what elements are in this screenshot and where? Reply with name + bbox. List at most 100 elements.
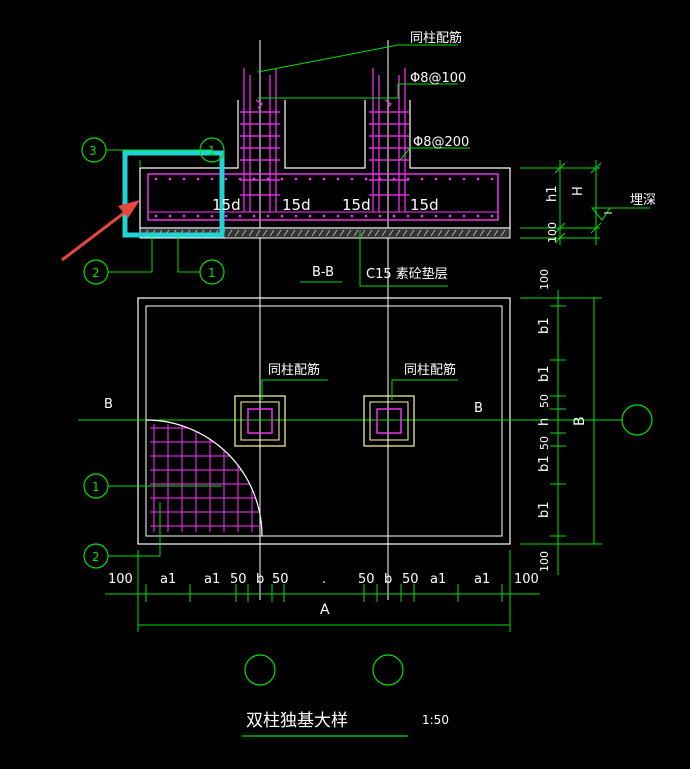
dim-right-1: b1	[537, 317, 552, 334]
rebar-dot-top	[196, 177, 200, 181]
dim-right-0: 100	[538, 269, 551, 290]
rebar-dot-top	[490, 177, 494, 181]
dim-right-8: 100	[538, 551, 551, 572]
bed-hatch-stroke	[297, 229, 303, 237]
bed-hatch-stroke	[374, 229, 380, 237]
anchor-length-1: 15d	[212, 196, 241, 214]
dim-bottom-0: 100	[108, 572, 133, 587]
rebar-dot-bottom	[406, 214, 410, 218]
rebar-dot-bottom	[476, 214, 480, 218]
plan-column-right	[363, 395, 415, 447]
rebar-dot-top	[280, 177, 284, 181]
bed-hatch-stroke	[479, 229, 485, 237]
rebar-dot-top	[350, 177, 354, 181]
bed-hatch-stroke	[486, 229, 492, 237]
dim-bottom-3: 50	[230, 572, 247, 587]
highlight-box	[122, 150, 225, 238]
plan-mesh-boundary-arc	[145, 419, 263, 537]
bed-hatch-stroke	[402, 229, 408, 237]
plan-callout-circle-1	[83, 473, 109, 499]
bed-hatch-stroke	[444, 229, 450, 237]
column-rebar-right-label: 同柱配筋	[404, 362, 456, 378]
height-label: H	[571, 186, 586, 196]
rebar-dot-bottom	[434, 214, 438, 218]
rebar-dot-top	[364, 177, 368, 181]
dim-right-6: b1	[537, 455, 552, 472]
plan-outline-outer	[137, 297, 511, 545]
section-rebar-label: 同柱配筋	[410, 30, 462, 46]
bed-hatch-stroke	[437, 229, 443, 237]
bed-hatch-stroke	[227, 229, 233, 237]
drawing-title: 双柱独基大样 1:50	[246, 711, 449, 731]
bed-hatch-stroke	[388, 229, 394, 237]
rebar-dot-bottom	[364, 214, 368, 218]
plan-dimensions-bottom	[105, 550, 540, 632]
bed-hatch-stroke	[332, 229, 338, 237]
bed-hatch-stroke	[472, 229, 478, 237]
plan-rebar-mesh	[150, 424, 262, 532]
plan-callout-circle-2	[83, 543, 109, 569]
rebar-dot-bottom	[490, 214, 494, 218]
rebar-dot-bottom	[182, 214, 186, 218]
section-leaders	[139, 44, 470, 168]
bed-hatch-stroke	[276, 229, 282, 237]
rebar-dot-bottom	[224, 214, 228, 218]
bed-hatch-stroke	[381, 229, 387, 237]
rebar-dot-top	[168, 177, 172, 181]
anchor-length-2: 15d	[282, 196, 311, 214]
plan-label-b-left: B	[104, 397, 113, 412]
dim-bottom-10: a1	[430, 572, 446, 587]
bed-hatch-stroke	[430, 229, 436, 237]
section-dimensions-right	[520, 160, 650, 245]
plan-leaders	[108, 379, 458, 557]
rebar-dot-top	[322, 177, 326, 181]
bed-hatch-stroke	[269, 229, 275, 237]
callout-circle-1-top	[199, 137, 225, 163]
footing-outline-middle	[284, 100, 366, 169]
rebar-dot-top	[294, 177, 298, 181]
rebar-dot-top	[210, 177, 214, 181]
callout-circle-2	[83, 259, 109, 285]
dim-bottom-11: a1	[474, 572, 490, 587]
dim-right-4: h	[537, 418, 552, 426]
plan-callout-1-text: 1	[92, 480, 100, 494]
callout-2-text: 2	[92, 266, 100, 280]
plan-column-left	[234, 395, 286, 447]
dim-right-3: 50	[538, 394, 551, 408]
bed-hatch-stroke	[241, 229, 247, 237]
rebar-dot-top	[448, 177, 452, 181]
bed-hatch-stroke	[346, 229, 352, 237]
plan-dimensions-right	[520, 290, 602, 575]
bed-hatch-stroke	[493, 229, 499, 237]
dim-total-a: A	[320, 602, 330, 618]
dim-bottom-6: .	[322, 572, 326, 587]
rebar-spec-2: Φ8@200	[413, 135, 469, 150]
dim-bottom-5: 50	[272, 572, 289, 587]
bed-hatch-stroke	[360, 229, 366, 237]
footing-outline-left	[139, 100, 239, 228]
bed-hatch-stroke	[255, 229, 261, 237]
rebar-dot-top	[476, 177, 480, 181]
rebar-dot-top	[224, 177, 228, 181]
rebar-dot-bottom	[420, 214, 424, 218]
anchor-length-4: 15d	[410, 196, 439, 214]
rebar-dot-top	[182, 177, 186, 181]
bed-hatch-stroke	[367, 229, 373, 237]
dim-bottom-7: 50	[358, 572, 375, 587]
bed-hatch-stroke	[262, 229, 268, 237]
section-texts: 同柱配筋 Φ8@100 Φ8@200 15d 15d 15d 15d B-B C…	[89, 30, 656, 282]
bed-hatch-stroke	[423, 229, 429, 237]
rebar-dot-top	[154, 177, 158, 181]
footing-rebar-cage	[147, 173, 499, 221]
plan-callout-2-text: 2	[92, 550, 100, 564]
bed-hatch-stroke	[409, 229, 415, 237]
callout-1-bottom-text: 1	[208, 266, 216, 280]
anchor-length-3: 15d	[342, 196, 371, 214]
title-main: 双柱独基大样	[246, 711, 348, 731]
red-arrow-head	[118, 200, 140, 218]
rebar-dot-bottom	[196, 214, 200, 218]
dim-bottom-12: 100	[514, 572, 539, 587]
plan-label-b-right: B	[474, 401, 483, 416]
callout-circle-3	[81, 137, 107, 163]
bed-hatch-stroke	[234, 229, 240, 237]
